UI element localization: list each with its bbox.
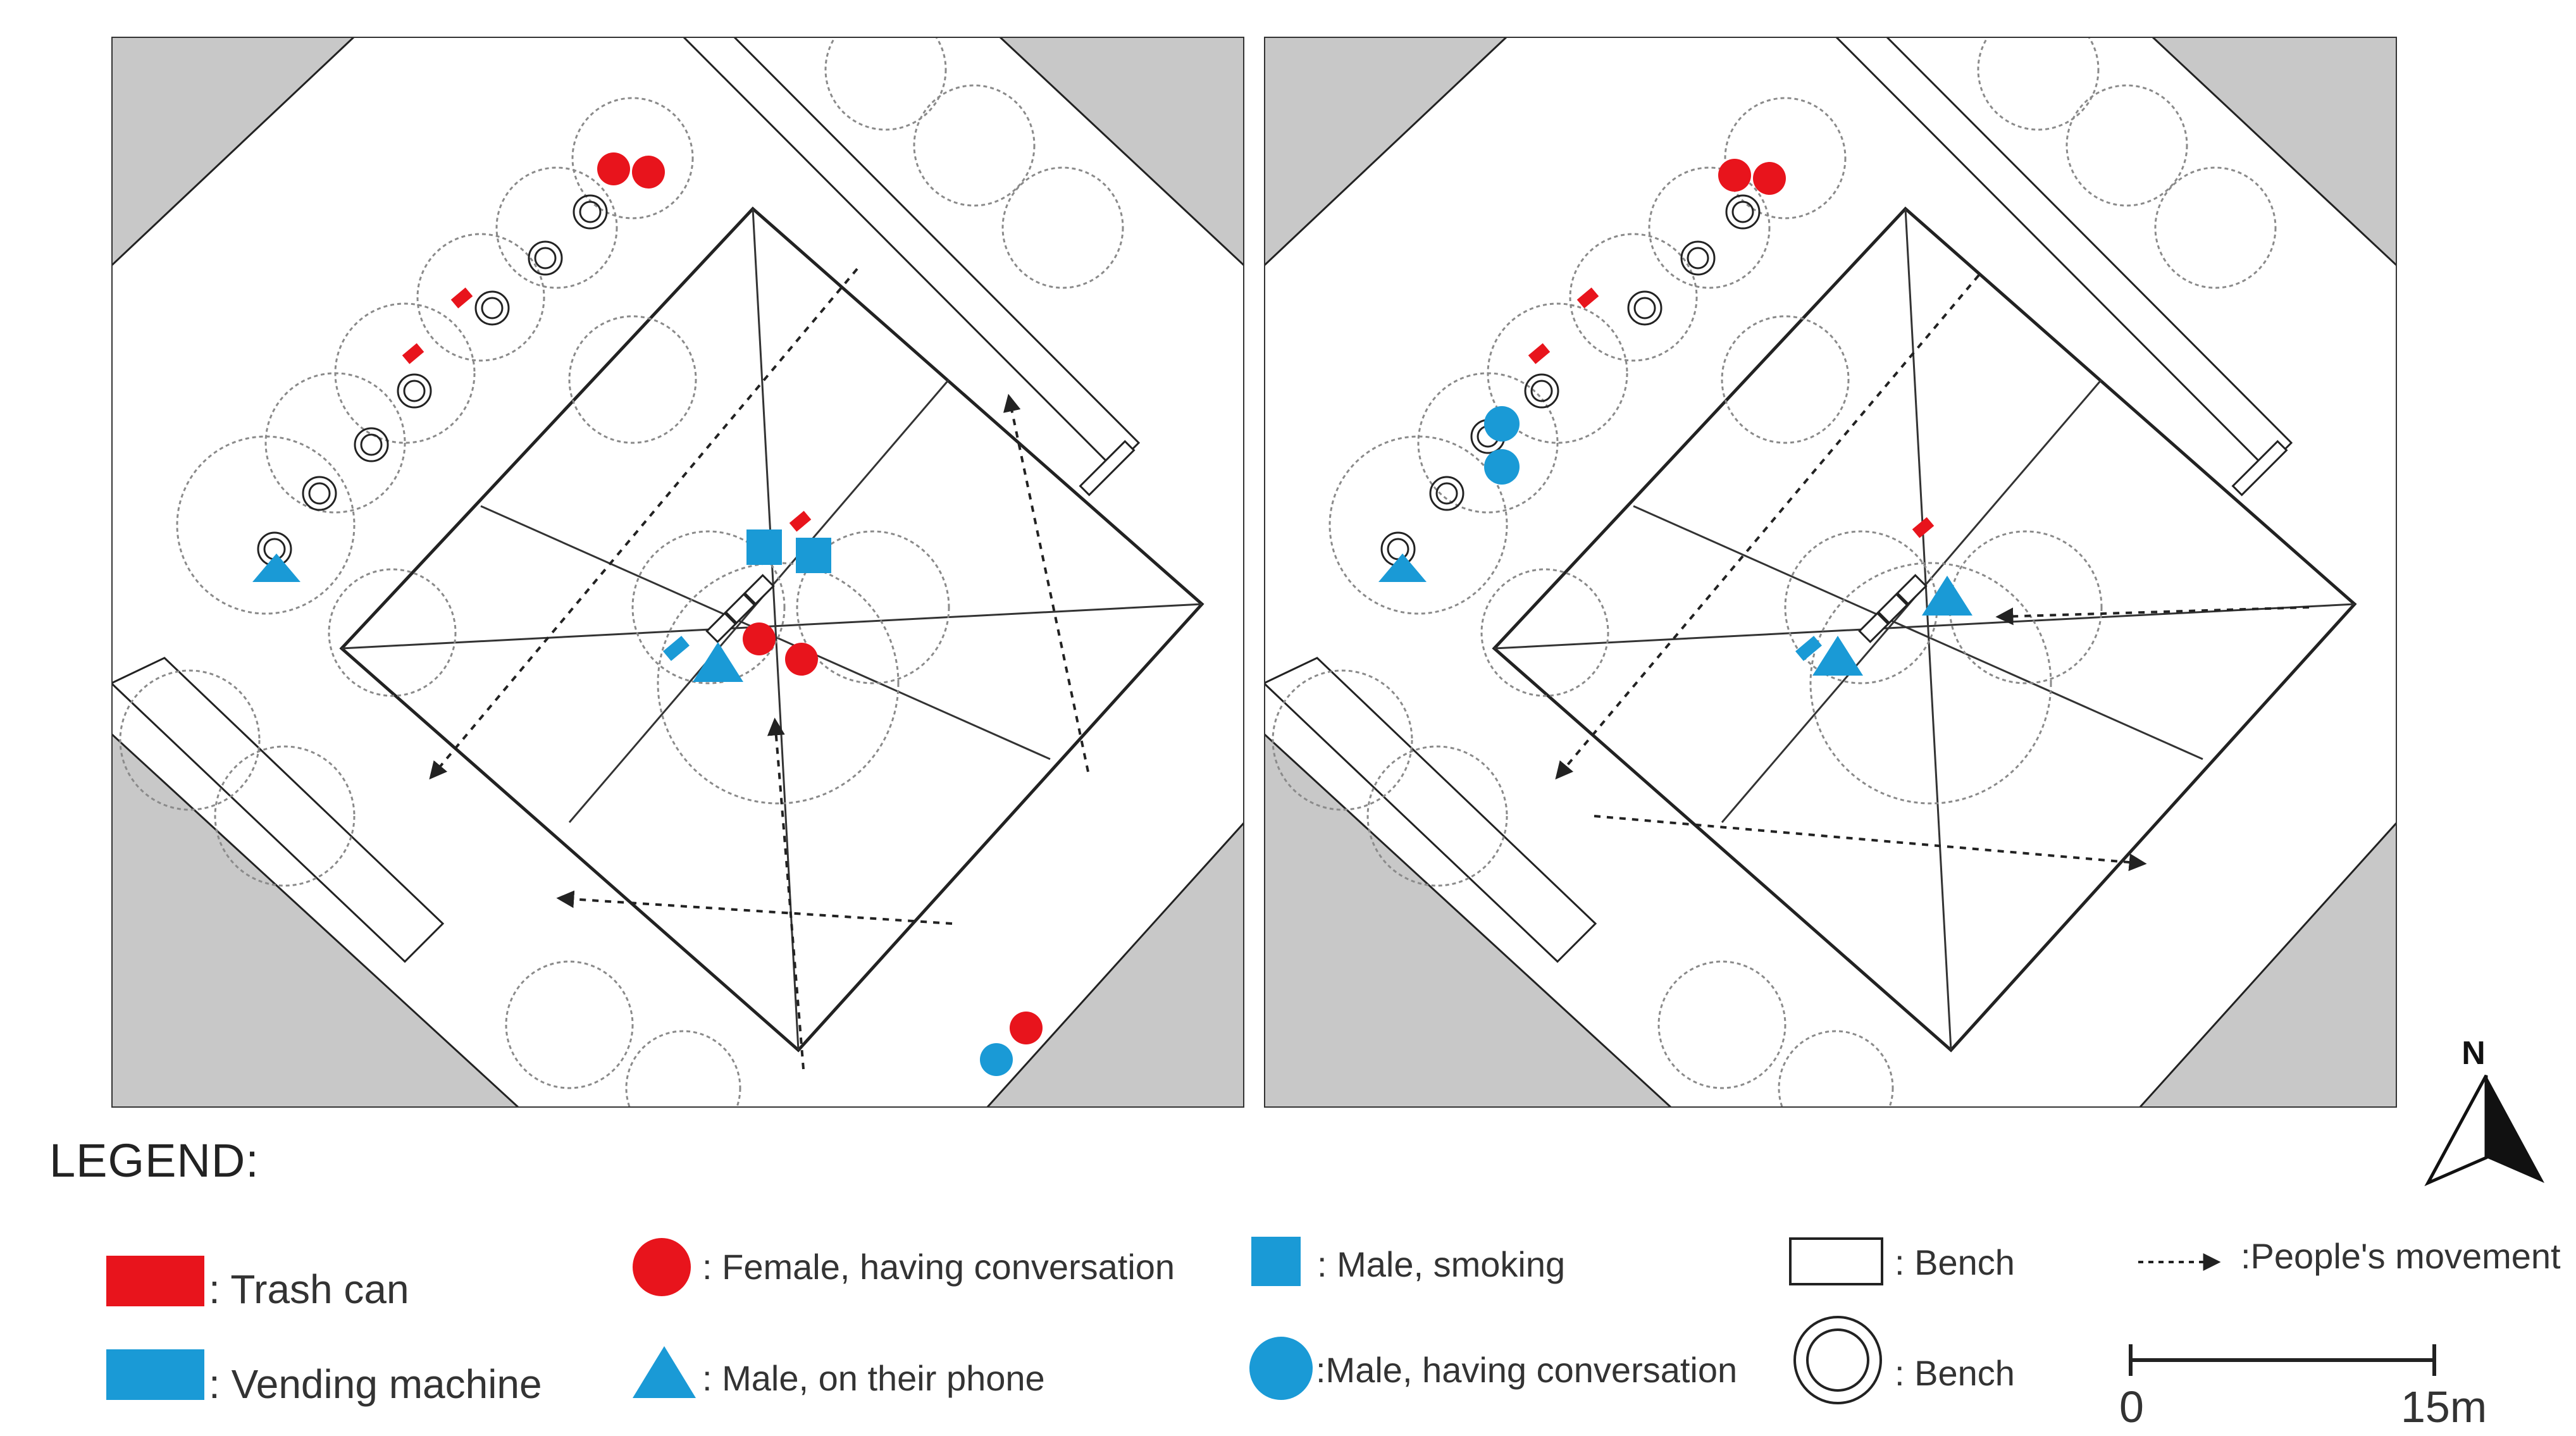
rect-benches: [705, 440, 1136, 643]
male-phone-marker: [1812, 636, 1863, 676]
female-conversation-legend-icon: [633, 1238, 691, 1296]
bench-rect-legend-icon: [1789, 1237, 1883, 1285]
male-smoking-marker: [746, 529, 782, 565]
plaza-path: [1494, 603, 2355, 650]
building-southwest: [111, 732, 521, 1108]
scale-bar-end-label: 15m: [2401, 1382, 2487, 1432]
bench-round-legend-icon-inner: [1806, 1328, 1869, 1392]
scale-bar: 0 15m: [2119, 1344, 2487, 1432]
north-arrow-label: N: [2461, 1035, 2486, 1072]
male-phone-marker: [1378, 554, 1427, 582]
tree-canopies: [119, 37, 1124, 1108]
trash-can-marker: [1912, 517, 1935, 538]
female-conversation-marker: [785, 643, 818, 676]
bench-round-legend-icon: [1793, 1316, 1882, 1404]
rect-benches: [1858, 440, 2288, 643]
north-arrow-right-icon: [2486, 1075, 2544, 1183]
female-conversation-marker: [743, 622, 776, 655]
plaza-path: [752, 208, 800, 1051]
female-conversation-marker: [632, 156, 665, 189]
male-phone-marker: [693, 642, 743, 682]
vending-machine-legend-label: : Vending machine: [209, 1361, 542, 1407]
bench-round-legend-label: : Bench: [1895, 1353, 2015, 1393]
sidewalk-north: [1834, 37, 2293, 470]
sidewalk-southwest: [111, 657, 445, 963]
sidewalk-southwest: [1264, 657, 1597, 963]
male-smoking-legend-label: : Male, smoking: [1317, 1244, 1565, 1284]
legend: LEGEND: : Trash can : Vending machine : …: [49, 1134, 2561, 1407]
male-conversation-marker: [1484, 406, 1520, 442]
trash-can-marker: [1528, 343, 1551, 364]
trash-can-marker: [789, 511, 812, 532]
male-smoking-marker: [796, 538, 831, 573]
north-arrow-left-icon: [2424, 1074, 2488, 1187]
map-panel-right: [1264, 37, 2397, 1108]
vending-machine-legend-icon: [106, 1349, 204, 1400]
male-phone-legend-icon: [633, 1346, 696, 1398]
male-phone-marker: [252, 554, 300, 582]
building-southwest: [1264, 732, 1673, 1108]
scale-bar-start-label: 0: [2119, 1382, 2144, 1432]
male-conversation-legend-icon: [1249, 1337, 1313, 1400]
trash-can-marker: [450, 287, 473, 309]
movement-arrows: [1555, 274, 2310, 872]
plaza-path: [1633, 505, 2203, 760]
vending-machine-marker: [663, 636, 690, 661]
vending-machine-marker: [1795, 636, 1822, 661]
female-conversation-marker: [1010, 1012, 1043, 1044]
legend-title: LEGEND:: [49, 1134, 259, 1187]
building-northeast: [998, 37, 1244, 268]
building-northwest: [1264, 37, 1509, 268]
building-northeast: [2150, 37, 2397, 268]
female-conversation-marker: [597, 152, 630, 185]
bench-rect-legend-label: : Bench: [1895, 1242, 2015, 1282]
trash-can-legend-label: : Trash can: [209, 1266, 409, 1312]
plaza-path: [341, 603, 1203, 650]
movement-legend-label: :People's movement: [2241, 1236, 2561, 1276]
male-phone-marker: [1922, 576, 1972, 616]
plaza-path: [1904, 208, 1952, 1051]
male-phone-legend-label: : Male, on their phone: [702, 1358, 1045, 1398]
sidewalk-north: [681, 37, 1141, 470]
female-conversation-legend-label: : Female, having conversation: [702, 1247, 1175, 1287]
building-southeast: [985, 820, 1244, 1108]
building-northwest: [111, 37, 356, 268]
female-conversation-marker: [1753, 162, 1786, 195]
trash-can-marker: [1576, 287, 1599, 309]
trash-can-marker: [402, 343, 424, 364]
round-benches: [257, 194, 608, 567]
male-smoking-legend-icon: [1251, 1237, 1301, 1286]
female-conversation-marker: [1718, 159, 1751, 192]
tree-canopies: [1272, 37, 2277, 1108]
building-southeast: [2138, 820, 2397, 1108]
male-conversation-marker: [1484, 449, 1520, 485]
map-panel-left: [111, 37, 1244, 1108]
male-conversation-legend-label: :Male, having conversation: [1316, 1350, 1737, 1390]
movement-arrows: [429, 268, 1089, 1070]
trash-can-legend-icon: [106, 1256, 204, 1306]
male-conversation-marker: [980, 1043, 1013, 1076]
north-arrow: N: [2424, 1035, 2544, 1187]
